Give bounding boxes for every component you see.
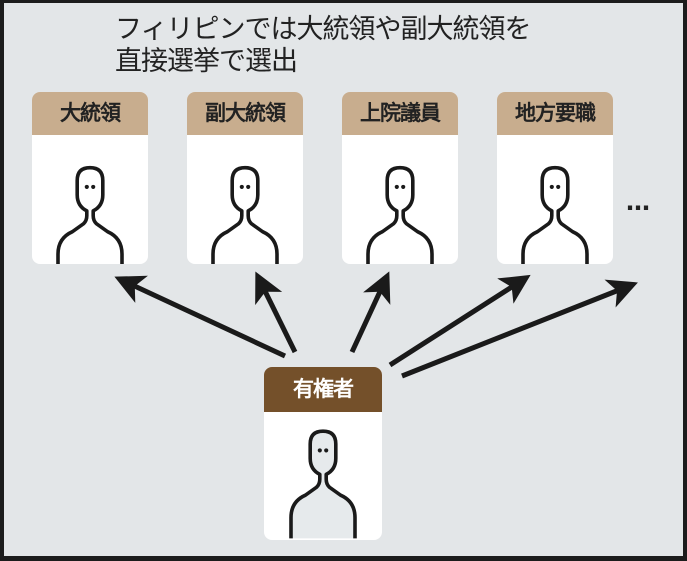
title-line-1: フィリピンでは大統領や副大統領を	[115, 14, 531, 45]
arrow-to-president	[114, 275, 287, 359]
position-card-vice-president: 副大統領	[187, 92, 303, 264]
arrow-to-local-official	[388, 274, 531, 368]
position-label: 上院議員	[342, 92, 458, 135]
arrow-to-senator	[349, 271, 391, 354]
position-label: 副大統領	[187, 92, 303, 135]
arrow-to-vice-president	[255, 271, 298, 354]
title-line-2: 直接選挙で選出	[115, 46, 298, 77]
position-card-president: 大統領	[32, 92, 148, 264]
position-card-senator: 上院議員	[342, 92, 458, 264]
more-ellipsis: …	[626, 188, 650, 216]
voter-card: 有権者	[264, 367, 382, 540]
voter-label: 有権者	[264, 367, 382, 412]
person-icon	[289, 429, 357, 540]
position-label: 地方要職	[497, 92, 613, 135]
arrow-to-others	[401, 279, 638, 379]
position-card-local-official: 地方要職	[497, 92, 613, 264]
position-label: 大統領	[32, 92, 148, 135]
diagram-title: フィリピンでは大統領や副大統領を 直接選挙で選出	[115, 14, 531, 78]
